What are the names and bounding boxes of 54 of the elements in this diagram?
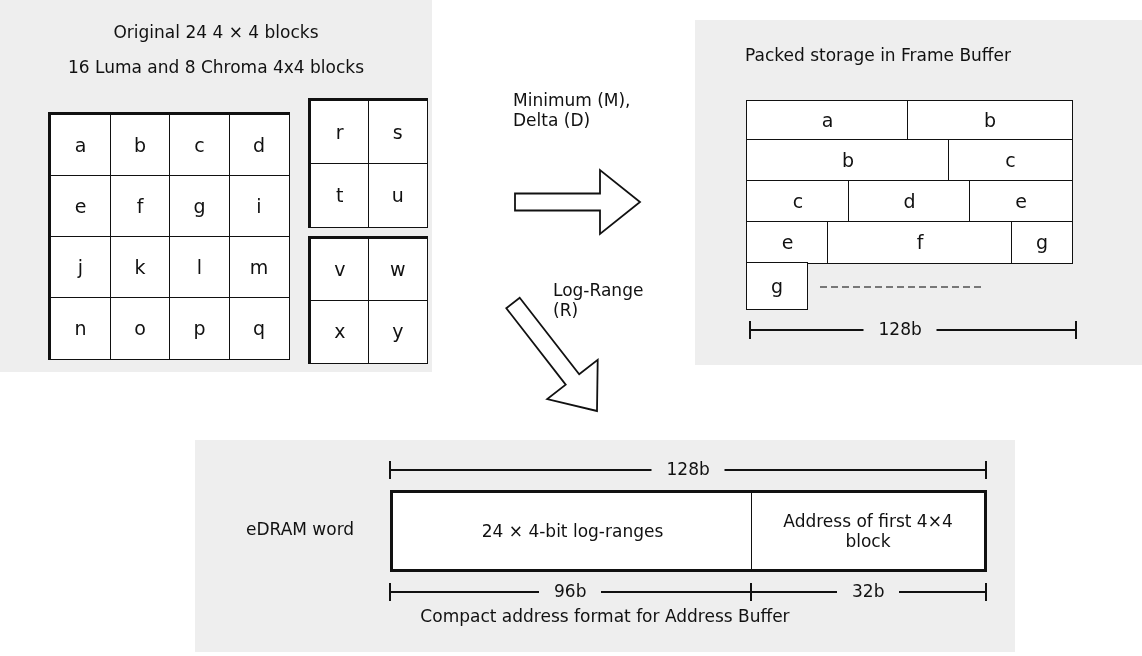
word-box bbox=[390, 490, 987, 572]
packed-block: a bbox=[746, 100, 909, 141]
block-cell: y bbox=[368, 300, 428, 364]
row-label: eDRAM word bbox=[246, 519, 355, 540]
packed-block: g bbox=[746, 262, 808, 310]
packed-block: b bbox=[907, 100, 1073, 141]
panel-title: Packed storage in Frame Buffer bbox=[745, 45, 1012, 66]
packed-block: c bbox=[948, 139, 1073, 182]
panel-title: 16 Luma and 8 Chroma 4x4 blocks bbox=[66, 57, 366, 78]
block-cell: m bbox=[228, 236, 290, 299]
block-cell: w bbox=[368, 238, 428, 302]
panel-background bbox=[195, 440, 1015, 652]
block-cell: a bbox=[50, 114, 111, 177]
edge-label: Log-Range (R) bbox=[553, 280, 645, 321]
block-grid bbox=[48, 112, 290, 360]
block-cell: t bbox=[310, 163, 370, 228]
panel-background bbox=[0, 0, 432, 372]
block-cell: u bbox=[368, 163, 428, 228]
block-cell: q bbox=[228, 297, 290, 360]
block-cell: s bbox=[368, 100, 428, 165]
block-cell: x bbox=[310, 300, 370, 364]
block-grid bbox=[308, 98, 428, 228]
dimension-label: 128b bbox=[666, 459, 710, 480]
packed-block: e bbox=[969, 180, 1073, 223]
block-cell: l bbox=[169, 236, 230, 299]
edge-label: Minimum (M), Delta (D) bbox=[513, 90, 632, 131]
word-field: Address of first 4×4 block bbox=[751, 492, 985, 570]
block-cell: v bbox=[310, 238, 370, 302]
block-cell: p bbox=[169, 297, 230, 360]
panel-title: Original 24 4 × 4 blocks bbox=[112, 22, 320, 43]
packed-block: b bbox=[746, 139, 950, 182]
block-cell: o bbox=[109, 297, 171, 360]
packed-block: d bbox=[848, 180, 971, 223]
block-cell: r bbox=[310, 100, 370, 165]
packed-block: f bbox=[827, 221, 1013, 264]
word-field: 24 × 4-bit log-ranges bbox=[392, 492, 753, 570]
dimension-label: 32b bbox=[852, 581, 885, 602]
block-cell: d bbox=[228, 114, 290, 177]
packed-block: c bbox=[746, 180, 850, 223]
packed-block: g bbox=[1011, 221, 1073, 264]
dimension-label: 128b bbox=[878, 319, 922, 340]
block-arrow bbox=[514, 168, 642, 236]
block-cell: n bbox=[50, 297, 111, 360]
block-grid bbox=[308, 236, 428, 364]
block-cell: g bbox=[169, 175, 230, 238]
panel-title: Compact address format for Address Buffer bbox=[419, 606, 791, 627]
block-cell: e bbox=[50, 175, 111, 238]
packed-block: e bbox=[746, 221, 829, 264]
panel-background bbox=[695, 20, 1142, 365]
block-cell: i bbox=[228, 175, 290, 238]
block-cell: c bbox=[169, 114, 230, 177]
block-arrow bbox=[505, 296, 599, 413]
dimension-label: 96b bbox=[554, 581, 587, 602]
block-cell: j bbox=[50, 236, 111, 299]
